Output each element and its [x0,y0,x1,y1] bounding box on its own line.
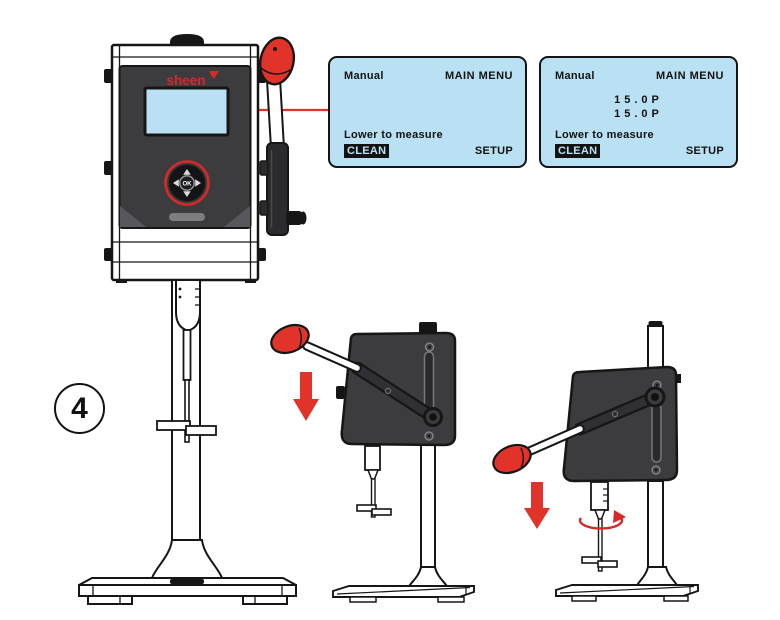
stand-base [332,566,475,603]
knob-seam [297,327,302,351]
spindle-paddle-right [185,425,217,436]
device-top-knob [170,34,204,45]
lever-knob [492,443,532,475]
pole-above-head [647,325,664,372]
brand-logo: sheen [166,73,205,88]
softkey-clean: CLEAN [344,144,390,158]
head-screws [651,380,662,475]
base-plate [555,584,699,597]
stand-front [78,279,297,605]
dpad-left-icon [173,179,179,187]
brand-logo-flag-icon [209,71,219,79]
spindle-paddle-left [156,420,191,431]
lever-screw [611,410,619,418]
stand-pole [420,444,436,568]
clamp-lever-knob [258,36,296,86]
spindle-rod-lower [184,379,190,443]
lcd-screen-1: Manual MAIN MENU Lower to measure CLEAN … [328,56,527,168]
spindle-paddle-right [371,508,392,516]
housing-tab-lower [259,200,269,216]
coupling-grooves [195,288,200,306]
reading-line-2: 15.0P [614,107,663,120]
base-foot-left [87,595,133,605]
panel-corner-cut-left [120,206,146,227]
viscosity-readings: 15.0P 15.0P [541,94,736,121]
head-screws [424,342,435,441]
lever-screw [384,387,392,395]
dpad-right-icon [195,179,201,187]
base-column-mount [406,566,450,589]
down-arrow-icon [293,372,319,421]
base-foot-right [663,595,689,602]
indicator-pill [169,213,205,221]
status-message: Lower to measure [555,129,654,141]
base-foot-left [571,595,597,602]
mode-label: Manual [555,70,595,82]
clamp-lever [270,323,443,427]
base-foot-right [242,595,288,605]
spindle-rod [370,478,376,518]
spindle-paddle-right [597,560,618,568]
base-column-mount [150,539,224,579]
ok-dial-red-ring [164,160,210,206]
spindle-rod-upper [182,329,192,381]
dpad-down-icon [183,191,191,197]
down-arrow-icon [524,482,550,529]
knob-dot [273,47,277,51]
menu-title: MAIN MENU [444,70,513,82]
step-number: 4 [71,391,88,425]
lever-knob [270,323,310,355]
softkey-setup: SETUP [685,145,724,157]
spindle-assembly [581,481,618,572]
housing-tab-upper [259,160,269,176]
head-side-tab [336,386,345,399]
stand-pole [647,480,664,568]
knob-seam [519,447,524,471]
pole-cap [648,321,663,327]
spindle-coupling [590,481,609,511]
panel-corner-cut-right [224,206,250,227]
softkey-clean: CLEAN [555,144,601,158]
reading-line-1: 15.0P [614,94,663,106]
head-slot [651,403,662,463]
clamp-lever-shaft [265,76,286,149]
softkey-setup: SETUP [474,145,513,157]
spindle-paddle-left [581,556,602,564]
clamp-lever [492,386,666,475]
base-column-mount [634,566,680,588]
spindle-assembly [356,445,392,518]
base-front-face [78,584,297,597]
ok-dial: OK [164,160,210,206]
pole-cap [419,322,437,334]
base-foot-left [349,596,377,603]
base-plate [332,585,475,598]
housing-cap-nut [286,211,302,225]
base-foot-right [437,596,465,603]
menu-title: MAIN MENU [655,70,724,82]
spindle-rod [597,518,603,572]
ok-button [179,175,195,191]
spindle-coupling [364,445,381,471]
clamp-lever-front [258,36,307,236]
spindle-paddle-left [356,504,377,512]
lever-lowering-illustration [270,322,475,603]
rotation-arrow-icon [578,510,626,530]
lcd-screen-2: Manual MAIN MENU 15.0P 15.0P Lower to me… [539,56,738,168]
lever-lowered-spindle-rotating-illustration [492,321,699,602]
housing-cap-nut-end [299,211,307,225]
viscometer-front-illustration: sheen OK [78,34,307,605]
stand-base [555,566,699,602]
dpad-up-icon [183,169,191,175]
status-message: Lower to measure [344,129,443,141]
lcd-display [143,86,230,137]
mode-label: Manual [344,70,384,82]
lever-housing [266,142,289,236]
step-circle: 4 [54,383,105,434]
head-side-tab [676,374,681,383]
base-recess [170,579,204,584]
ok-button-label: OK [183,182,193,188]
